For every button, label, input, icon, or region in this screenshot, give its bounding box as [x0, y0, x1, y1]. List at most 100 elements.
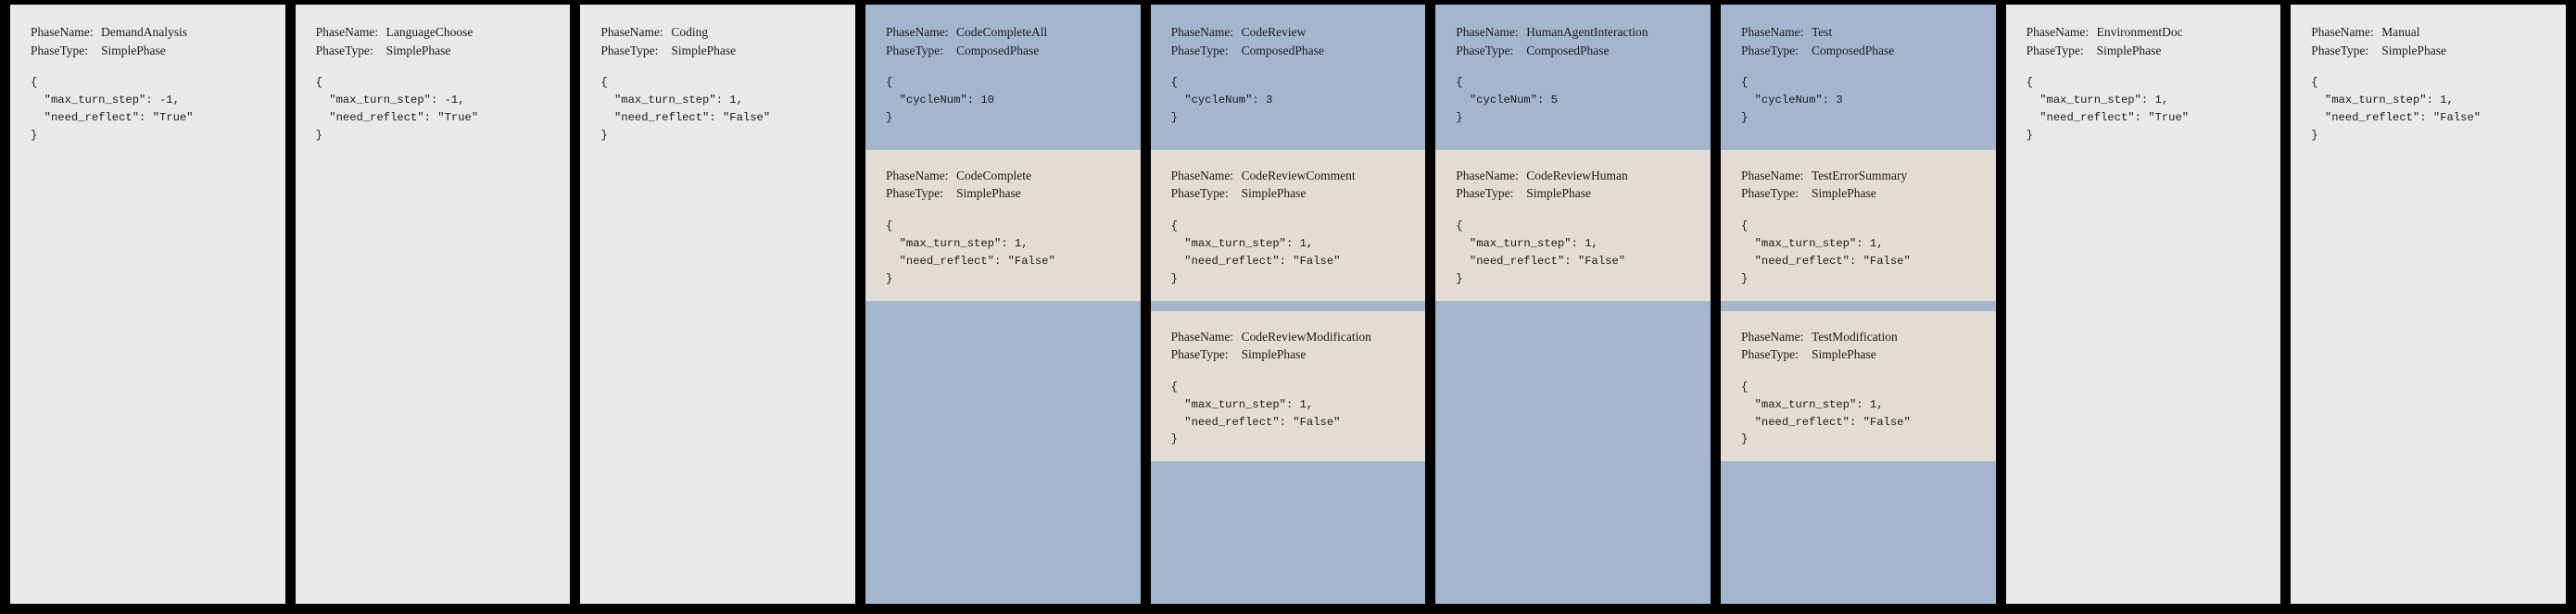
phase-type-label-row: PhaseType:SimplePhase — [886, 184, 1141, 203]
panel-spacer — [1721, 461, 1996, 604]
phase-type-label-row: PhaseType:SimplePhase — [600, 42, 855, 60]
phase-type-label-row: PhaseType:ComposedPhase — [1456, 42, 1711, 60]
phase-name-label-row: PhaseName: Manual — [2311, 23, 2566, 42]
phase-type-value: SimplePhase — [101, 43, 166, 57]
phase-config-json-test-modification: { "max_turn_step": 1, "need_reflect": "F… — [1740, 380, 1911, 446]
phase-name-value: TestErrorSummary — [1811, 168, 1908, 182]
phase-name-value: HumanAgentInteraction — [1526, 25, 1648, 39]
phase-type-label: PhaseType: — [885, 43, 944, 57]
phase-config-json-demand-analysis: { "max_turn_step": -1, "need_reflect": "… — [31, 76, 194, 142]
phase-name-label-row: PhaseName: CodeReview — [1171, 23, 1426, 42]
phase-name-label-row: PhaseName: TestErrorSummary — [1741, 167, 1996, 185]
panel-spacer — [1151, 461, 1426, 604]
phase-config-json-code-complete-all: { "cycleNum": 10 } — [885, 76, 994, 124]
phase-type-label: PhaseType: — [1740, 347, 1799, 362]
phase-type-label-row: PhaseType:SimplePhase — [1741, 345, 1996, 364]
phase-name-label-row: PhaseName: TestModification — [1741, 328, 1996, 346]
phase-name-label-row: PhaseName:CodeReviewComment — [1171, 167, 1426, 185]
phase-name-label: PhaseName: — [1740, 168, 1804, 182]
phase-name-label-row: PhaseName:Test — [1741, 23, 1996, 42]
phase-type-value: SimplePhase — [1526, 186, 1592, 201]
phase-type-label: PhaseType: — [315, 43, 373, 57]
phase-name-label: PhaseName: — [31, 25, 94, 39]
phase-config-json-manual: { "max_turn_step": 1, "need_reflect": "F… — [2311, 76, 2481, 142]
phase-type-label-row: PhaseType:ComposedPhase — [1171, 42, 1426, 60]
phase-config-json-code-review-comment: { "max_turn_step": 1, "need_reflect": "F… — [1170, 219, 1341, 285]
phase-type-value: SimplePhase — [2096, 43, 2162, 57]
subphase-gap — [1721, 140, 1996, 150]
phase-name-label: PhaseName: — [1740, 329, 1804, 344]
phase-config-json-code-review: { "cycleNum": 3 } — [1170, 76, 1273, 124]
phase-type-label: PhaseType: — [2026, 43, 2084, 57]
phase-name-value: CodeComplete — [955, 168, 1031, 182]
phase-name-value: TestModification — [1811, 329, 1898, 344]
phase-name-value: Coding — [671, 25, 709, 39]
phase-name-value: Manual — [2381, 25, 2420, 39]
phase-type-value: SimplePhase — [1241, 186, 1307, 201]
phase-type-value: ComposedPhase — [955, 43, 1040, 57]
phase-name-value: CodeCompleteAll — [955, 25, 1048, 39]
phase-name-value: CodeReviewHuman — [1526, 168, 1628, 182]
phase-type-label-row: PhaseType:SimplePhase — [31, 42, 285, 60]
phase-type-label-row: PhaseType:ComposedPhase — [1741, 42, 1996, 60]
phase-type-label: PhaseType: — [1740, 186, 1799, 201]
phase-type-value: SimplePhase — [1241, 347, 1307, 362]
phase-config-json-language-choose: { "max_turn_step": -1, "need_reflect": "… — [315, 76, 479, 142]
phase-name-label-row: PhaseName:CodeComplete — [886, 167, 1141, 185]
phase-type-value: SimplePhase — [1811, 186, 1876, 201]
phase-name-label: PhaseName: — [2026, 25, 2090, 39]
phase-type-label-row: PhaseType: SimplePhase — [2027, 42, 2281, 60]
phase-name-value: DemandAnalysis — [101, 25, 187, 39]
phase-name-value: CodeReviewModification — [1241, 329, 1371, 344]
phase-type-label-row: PhaseType: ComposedPhase — [886, 42, 1141, 60]
phase-type-label: PhaseType: — [1456, 186, 1514, 201]
phase-type-label-row: PhaseType:SimplePhase — [1171, 184, 1426, 203]
phase-name-label: PhaseName: — [1170, 329, 1234, 344]
phase-name-label: PhaseName: — [1456, 168, 1519, 182]
phase-name-value: CodeReview — [1241, 25, 1307, 39]
phase-name-label-row: PhaseName:LanguageChoose — [316, 23, 571, 42]
phase-type-label: PhaseType: — [885, 186, 944, 201]
phase-type-label-row: PhaseType:SimplePhase — [2311, 42, 2566, 60]
subphase-gap — [1721, 301, 1996, 311]
phase-type-label-row: PhaseType: SimplePhase — [1741, 184, 1996, 203]
phase-type-label-row: PhaseType: SimplePhase — [1456, 184, 1711, 203]
phase-name-label: PhaseName: — [2311, 25, 2374, 39]
panel-spacer — [1435, 301, 1711, 604]
phase-name-label-row: PhaseName:EnvironmentDoc — [2027, 23, 2281, 42]
phase-name-label: PhaseName: — [885, 25, 949, 39]
subphase-gap — [1435, 140, 1711, 150]
phase-type-label: PhaseType: — [1740, 43, 1799, 57]
phase-config-json-environment-doc: { "max_turn_step": 1, "need_reflect": "T… — [2026, 76, 2190, 142]
phase-name-value: Test — [1811, 25, 1833, 39]
phase-name-label: PhaseName: — [315, 25, 379, 39]
phase-config-json-coding: { "max_turn_step": 1, "need_reflect": "F… — [600, 76, 771, 142]
phase-type-label-row: PhaseType:SimplePhase — [316, 42, 571, 60]
phase-name-label: PhaseName: — [1170, 25, 1234, 39]
phase-name-label-row: PhaseName: CodeReviewHuman — [1456, 167, 1711, 185]
